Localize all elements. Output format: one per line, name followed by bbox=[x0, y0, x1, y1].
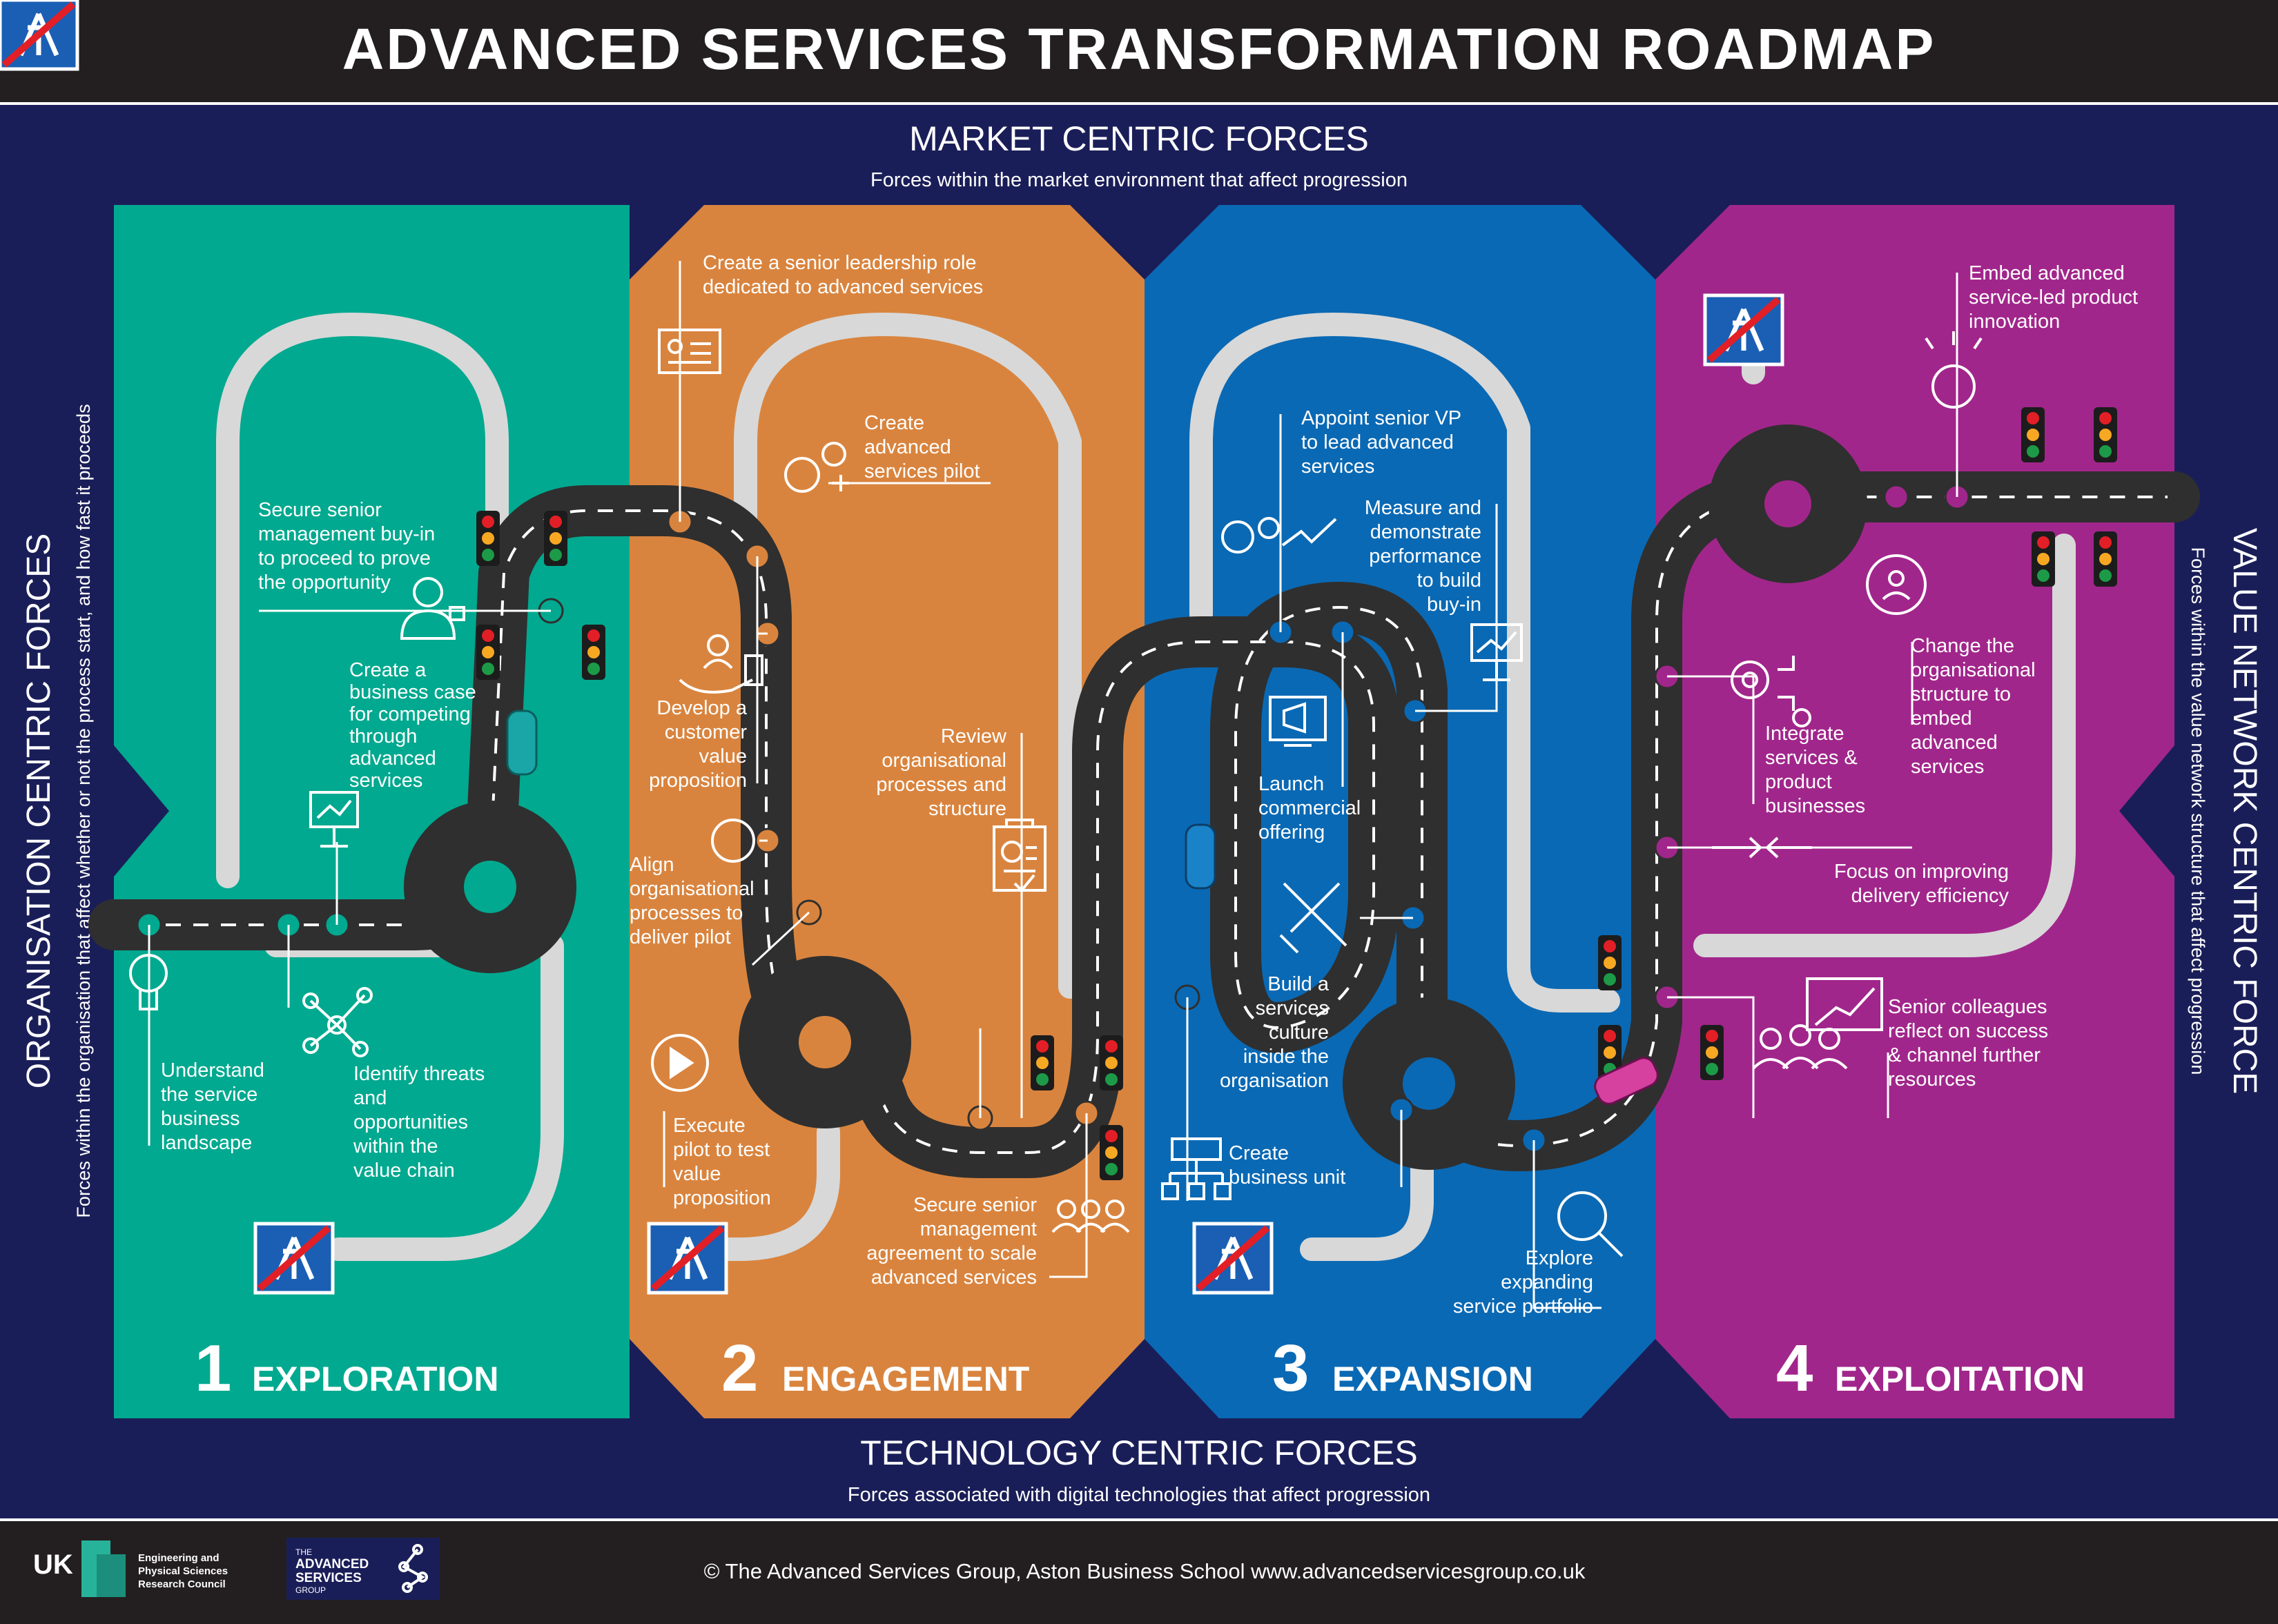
stage-panels bbox=[114, 205, 2174, 1418]
cycle-arrows-icon bbox=[711, 819, 755, 863]
megaphone-screen-icon bbox=[1269, 696, 1327, 747]
person-cycle-icon bbox=[1866, 554, 1927, 615]
stage-number: 4 bbox=[1776, 1331, 1813, 1405]
team-icon bbox=[1051, 1200, 1130, 1233]
stage-number: 1 bbox=[195, 1331, 231, 1405]
svg-text:ADVANCED: ADVANCED bbox=[295, 1557, 369, 1572]
stage-name: ENGAGEMENT bbox=[782, 1360, 1029, 1398]
svg-text:Embed advancedservice-led prod: Embed advancedservice-led productinnovat… bbox=[1969, 262, 2138, 333]
market-forces-heading: MARKET CENTRIC FORCES bbox=[909, 119, 1369, 158]
motorway-signs bbox=[0, 0, 1782, 1293]
tools-icon bbox=[1279, 882, 1347, 954]
market-forces-subtitle: Forces within the market environment tha… bbox=[870, 169, 1408, 191]
stage-titles: 1 EXPLORATION 2 ENGAGEMENT 3 EXPANSION 4… bbox=[195, 1331, 2085, 1405]
organisation-forces-subtitle: Forces within the organisation that affe… bbox=[73, 404, 94, 1217]
stage-name: EXPLORATION bbox=[252, 1360, 498, 1398]
svg-text:GROUP: GROUP bbox=[295, 1585, 326, 1595]
car-icon bbox=[1594, 1057, 1659, 1105]
page-title: ADVANCED SERVICES TRANSFORMATION ROADMAP bbox=[342, 17, 1936, 81]
motorway-end-sign-icon bbox=[0, 0, 79, 71]
svg-text:SERVICES: SERVICES bbox=[295, 1571, 362, 1585]
network-icon bbox=[302, 987, 373, 1057]
copyright-text: © The Advanced Services Group, Aston Bus… bbox=[704, 1559, 1586, 1583]
chart-speech-icon bbox=[1806, 977, 1883, 1031]
process-gears-icon bbox=[1731, 656, 1811, 727]
ukri-logo: UK RI bbox=[33, 1540, 126, 1597]
technology-forces-heading: TECHNOLOGY CENTRIC FORCES bbox=[860, 1434, 1418, 1472]
stage-name: EXPLOITATION bbox=[1835, 1360, 2085, 1398]
car-icon bbox=[506, 710, 538, 776]
clipboard-report-icon bbox=[993, 819, 1046, 892]
stage-name: EXPANSION bbox=[1332, 1360, 1533, 1398]
head-gear-icon bbox=[1925, 331, 1983, 409]
panel-exploitation bbox=[1655, 205, 2174, 1418]
id-card-icon bbox=[658, 329, 721, 374]
presentation-chart-icon bbox=[309, 791, 359, 848]
magnifier-icon bbox=[1557, 1191, 1624, 1258]
org-chart-icon bbox=[1161, 1137, 1232, 1200]
road-loop-1 bbox=[216, 313, 509, 888]
car-icon bbox=[1185, 823, 1216, 890]
organisation-forces-heading: ORGANISATION CENTRIC FORCES bbox=[21, 534, 57, 1089]
team-icon bbox=[1752, 1024, 1848, 1070]
svg-text:Create a senior leadership rol: Create a senior leadership rolededicated… bbox=[703, 252, 983, 298]
panel-engagement bbox=[630, 205, 1145, 1418]
gears-trend-icon bbox=[1221, 517, 1337, 554]
hand-person-icon bbox=[679, 634, 763, 694]
callout-lines bbox=[148, 261, 1958, 1309]
road bbox=[88, 313, 2200, 1261]
panel-exploration bbox=[114, 205, 630, 1418]
stage-number: 2 bbox=[721, 1331, 758, 1405]
svg-text:THE: THE bbox=[295, 1547, 312, 1557]
technology-forces-subtitle: Forces associated with digital technolog… bbox=[848, 1484, 1430, 1506]
stage-number: 3 bbox=[1272, 1331, 1309, 1405]
cars bbox=[506, 710, 1659, 1105]
value-network-forces-subtitle: Forces within the value network structur… bbox=[2188, 547, 2208, 1075]
play-gear-icon bbox=[651, 1034, 709, 1092]
asg-logo: THE ADVANCED SERVICES GROUP bbox=[286, 1538, 440, 1600]
title-bar bbox=[0, 0, 2278, 102]
value-network-forces-heading: VALUE NETWORK CENTRIC FORCE bbox=[2226, 528, 2263, 1095]
